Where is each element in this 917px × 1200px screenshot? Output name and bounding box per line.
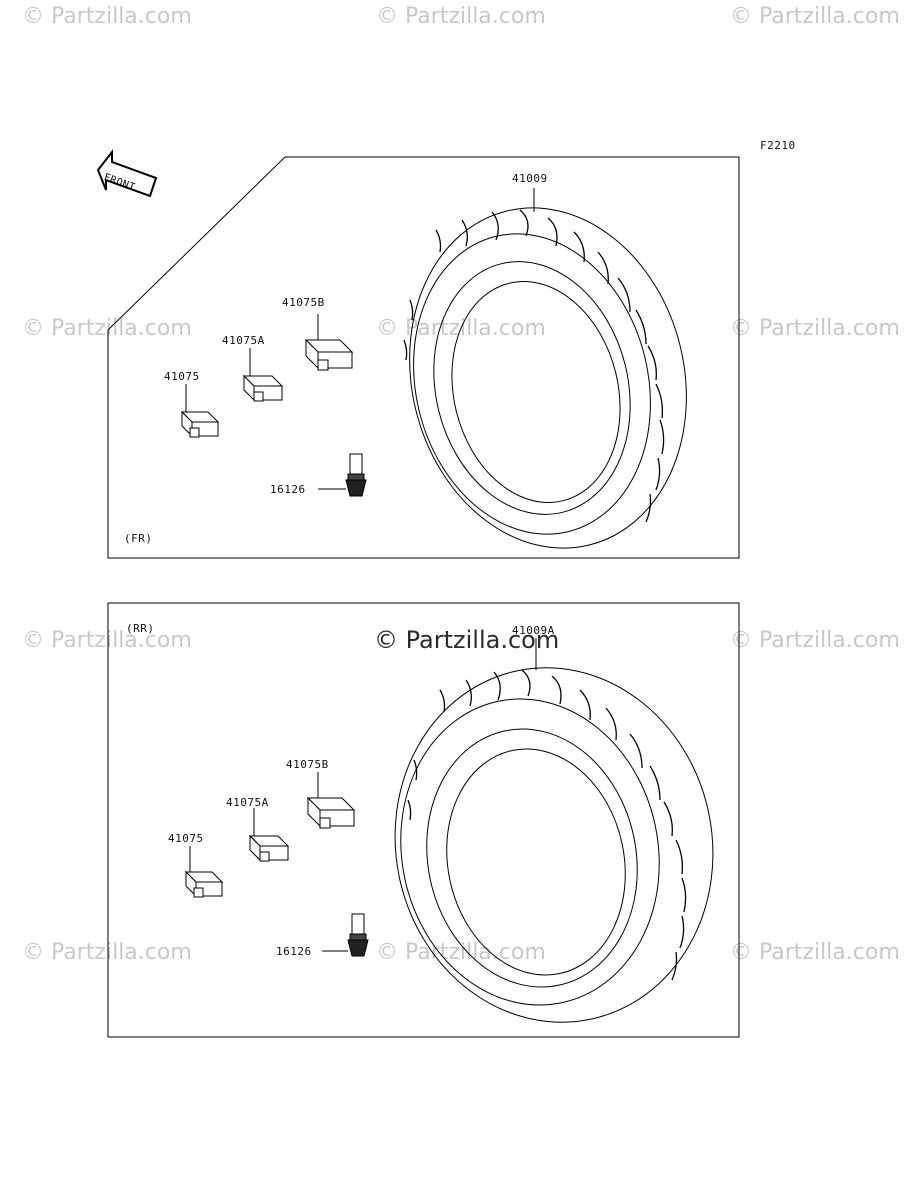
front-weight-41075-part-number[interactable]: 41075 <box>164 370 200 383</box>
rear-tire-drawing <box>394 667 714 1023</box>
front-section-label: (FR) <box>124 532 153 545</box>
rear-section-label: (RR) <box>126 622 155 635</box>
watermark-low-right: © Partzilla.com <box>730 628 900 653</box>
front-valve-part-number[interactable]: 16126 <box>270 483 306 496</box>
watermark-low-left: © Partzilla.com <box>22 628 192 653</box>
rear-valve-drawing <box>347 913 369 957</box>
rear-weight-41075b-part-number[interactable]: 41075B <box>286 758 329 771</box>
rear-weight-41075a-drawing <box>248 834 290 862</box>
watermark-center-dark: © Partzilla.com <box>374 626 560 654</box>
front-weight-41075a-part-number[interactable]: 41075A <box>222 334 265 347</box>
watermark-bottom-left: © Partzilla.com <box>22 940 192 965</box>
watermark-mid-left: © Partzilla.com <box>22 316 192 341</box>
rear-valve-part-number[interactable]: 16126 <box>276 945 312 958</box>
rear-weight-41075-drawing <box>184 870 224 898</box>
rear-weight-41075b-drawing <box>306 796 356 829</box>
front-valve-drawing <box>345 453 367 497</box>
watermark-top-center: © Partzilla.com <box>376 4 546 29</box>
watermark-top-right: © Partzilla.com <box>730 4 900 29</box>
watermark-mid-right: © Partzilla.com <box>730 316 900 341</box>
front-arrow-icon <box>96 149 158 198</box>
rear-weight-41075-part-number[interactable]: 41075 <box>168 832 204 845</box>
diagram-code: F2210 <box>760 139 796 152</box>
rear-panel-frame <box>107 602 740 1038</box>
front-tire-part-number[interactable]: 41009 <box>512 172 548 185</box>
rear-tire-part-number[interactable]: 41009A <box>512 624 555 637</box>
rear-weight-41075a-part-number[interactable]: 41075A <box>226 796 269 809</box>
front-weight-41075a-drawing <box>242 374 284 402</box>
watermark-bottom-right: © Partzilla.com <box>730 940 900 965</box>
front-weight-41075b-drawing <box>304 338 354 371</box>
front-weight-41075b-part-number[interactable]: 41075B <box>282 296 325 309</box>
watermark-top-left: © Partzilla.com <box>22 4 192 29</box>
front-tire-drawing <box>403 207 687 549</box>
front-weight-41075-drawing <box>180 410 220 438</box>
front-panel-frame <box>107 156 740 559</box>
